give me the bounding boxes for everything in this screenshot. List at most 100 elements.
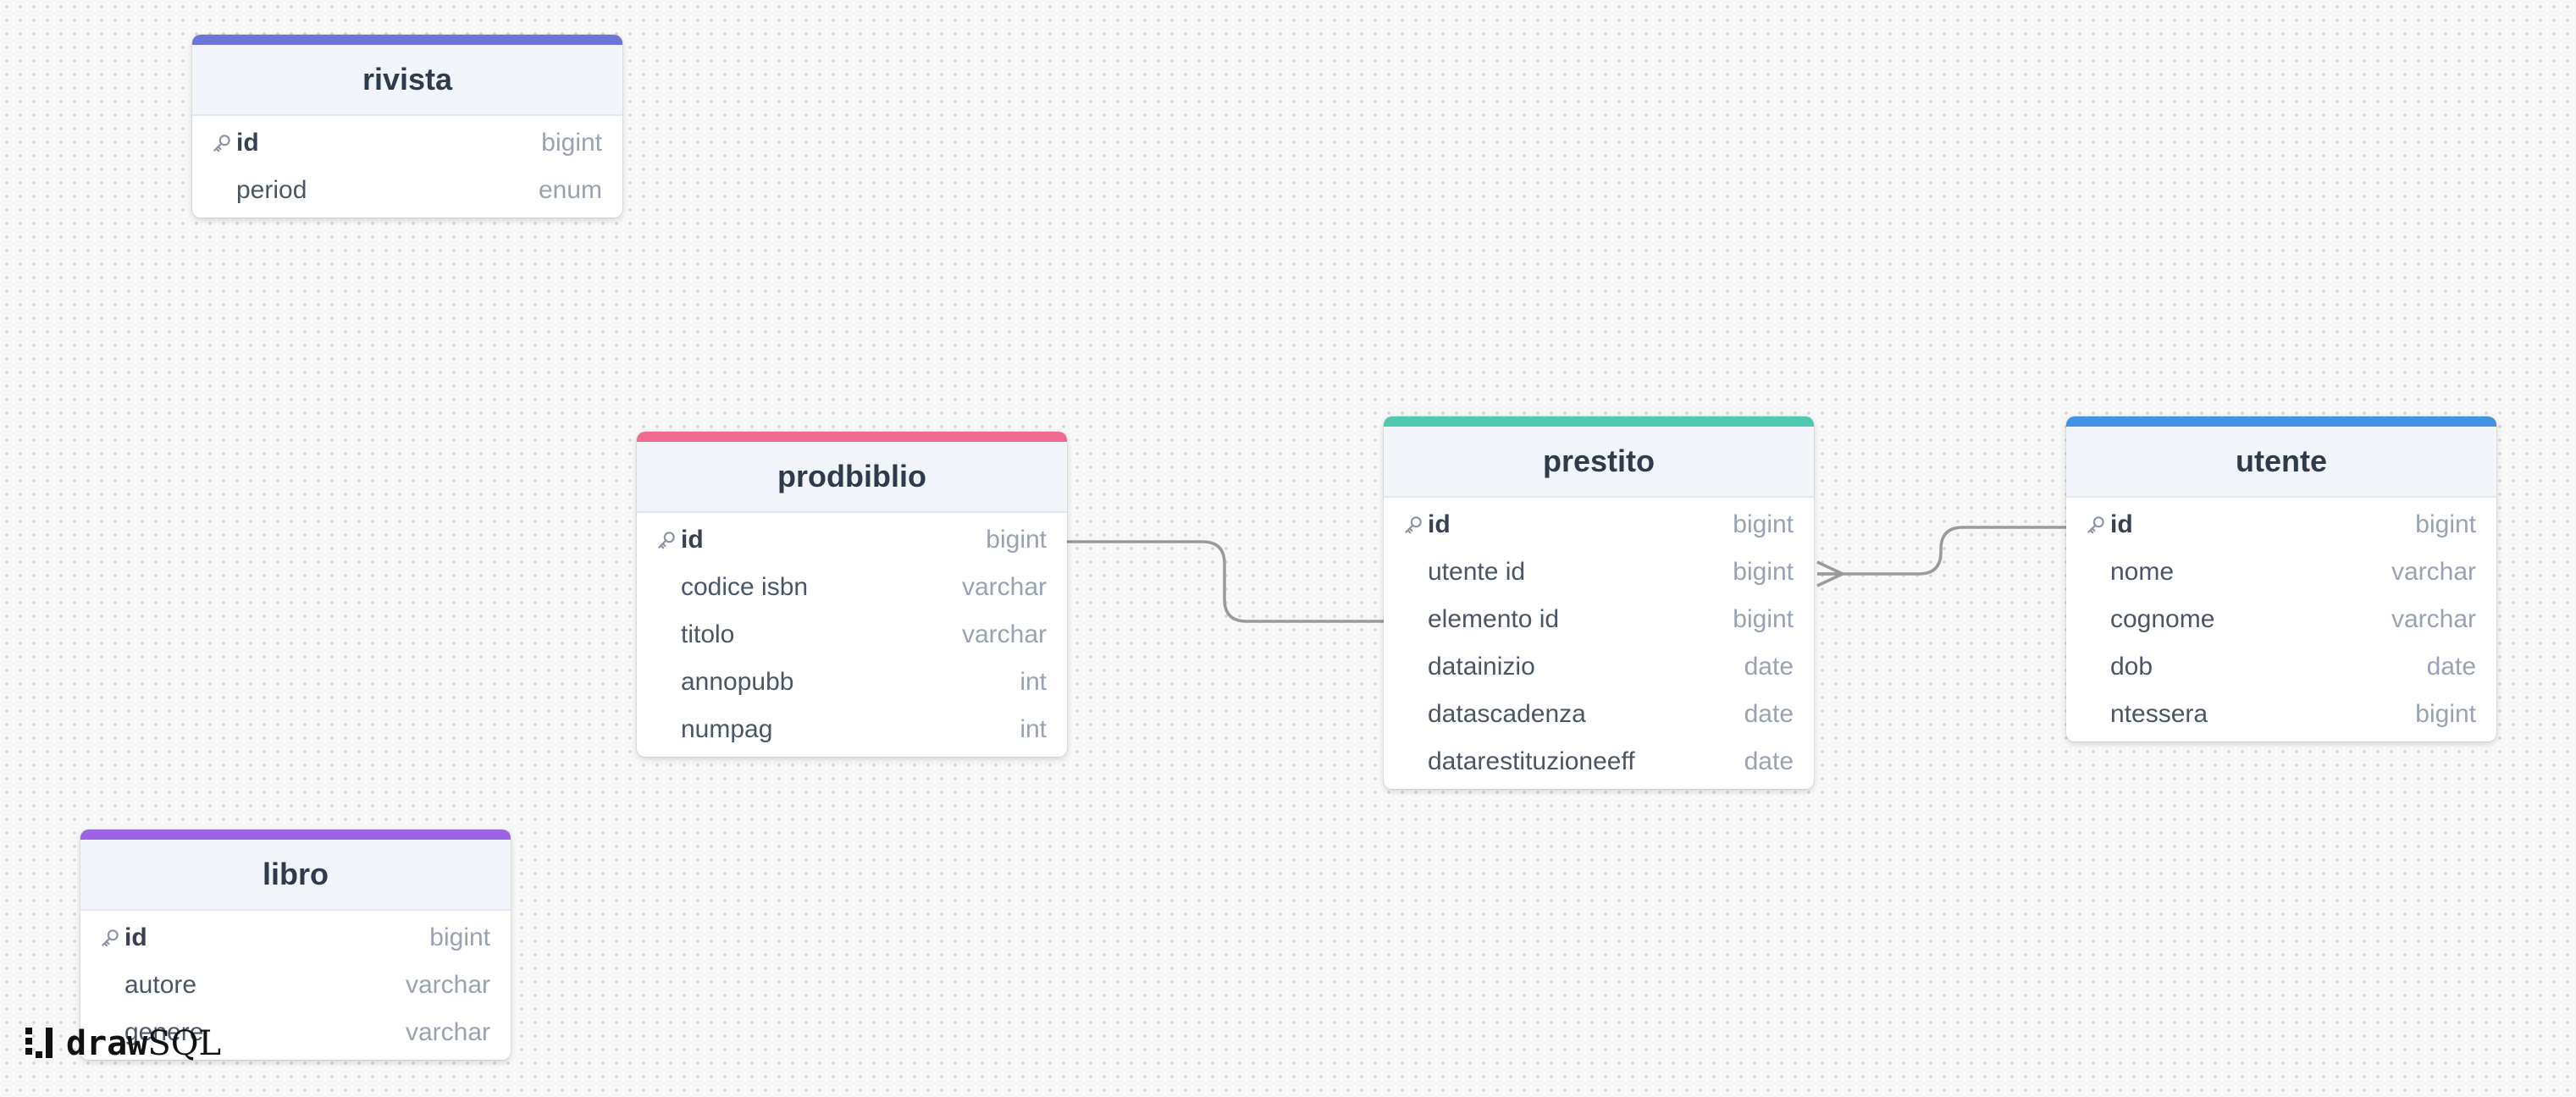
field-name: id [2110,510,2133,538]
table-header[interactable]: libro [80,840,511,911]
field-name: ntessera [2110,700,2208,728]
drawsql-logo[interactable]: draw SQL [24,1023,221,1065]
field-row[interactable]: cognome varchar [2066,596,2496,643]
field-row[interactable]: codice isbn varchar [637,564,1067,611]
field-type: bigint [1733,510,1794,538]
table-header[interactable]: utente [2066,427,2496,498]
logo-text-draw: draw [66,1024,148,1063]
table-libro[interactable]: libro id bigint autore varchar genere varchar [80,830,511,1060]
field-name: id [1428,510,1451,538]
field-name: codice isbn [681,573,809,601]
field-name: id [236,129,259,157]
field-row[interactable]: genere varchar [80,1009,511,1056]
table-color-bar [2066,416,2496,427]
field-name: autore [124,971,197,999]
field-name: elemento id [1428,605,1560,633]
field-row[interactable]: autore varchar [80,962,511,1009]
field-name: id [124,923,147,951]
field-row[interactable]: id bigint [2066,501,2496,548]
field-type: int [1020,715,1047,743]
crowfoot-many-icon [1816,560,1844,587]
field-row[interactable]: datarestituzioneeff date [1384,738,1814,786]
field-type: date [1744,653,1794,681]
field-type: bigint [2415,510,2476,538]
field-list: id bigint utente id bigint elemento id bigint… [1384,498,1814,789]
field-row[interactable]: utente id bigint [1384,548,1814,596]
field-type: enum [538,176,602,204]
field-row[interactable]: ntessera bigint [2066,691,2496,738]
table-color-bar [80,830,511,840]
field-type: bigint [1733,605,1794,633]
field-type: varchar [405,1018,490,1046]
field-row[interactable]: id bigint [192,119,622,167]
table-title: libro [263,857,329,891]
field-type: varchar [405,971,490,999]
field-name: numpag [681,715,773,743]
field-name: dob [2110,653,2153,681]
table-color-bar [192,35,622,45]
field-name: datarestituzioneeff [1428,747,1635,775]
field-row[interactable]: titolo varchar [637,611,1067,659]
field-name: nome [2110,558,2175,586]
field-type: date [2426,653,2476,681]
field-row[interactable]: annopubb int [637,659,1067,706]
relation-prodbiblio-prestito[interactable] [1067,540,1384,623]
table-title: prestito [1542,444,1655,478]
field-type: varchar [2391,605,2476,633]
table-color-bar [1384,416,1814,427]
table-title: prodbiblio [777,459,926,493]
field-type: varchar [961,620,1047,648]
field-name: datainizio [1428,653,1535,681]
field-name: annopubb [681,668,794,696]
table-title: utente [2236,444,2327,478]
table-header[interactable]: prestito [1384,427,1814,498]
table-title: rivista [362,62,453,96]
field-type: date [1744,747,1794,775]
table-utente[interactable]: utente id bigint nome varchar cognome varchar… [2066,416,2496,741]
field-type: date [1744,700,1794,728]
field-name: cognome [2110,605,2215,633]
field-row[interactable]: datascadenza date [1384,691,1814,738]
field-type: int [1020,668,1047,696]
field-list: id bigint nome varchar cognome varchar dob date… [2066,498,2496,741]
key-icon [99,927,121,949]
field-row[interactable]: numpag int [637,706,1067,753]
field-name: id [681,526,704,554]
key-icon [2085,514,2107,536]
field-row[interactable]: nome varchar [2066,548,2496,596]
key-icon [211,132,233,154]
field-type: bigint [986,526,1047,554]
field-type: bigint [2415,700,2476,728]
field-name: datascadenza [1428,700,1586,728]
logo-text-sql: SQL [147,1024,222,1063]
drawsql-logo-icon [25,1028,53,1058]
field-row[interactable]: id bigint [1384,501,1814,548]
field-list: id bigint codice isbn varchar titolo varchar a… [637,513,1067,757]
field-type: varchar [2391,558,2476,586]
key-icon [1402,514,1424,536]
field-row[interactable]: id bigint [80,914,511,962]
field-type: bigint [1733,558,1794,586]
field-list: id bigint autore varchar genere varchar [80,911,511,1060]
field-row[interactable]: elemento id bigint [1384,596,1814,643]
table-color-bar [637,432,1067,442]
field-name: genere [124,1018,204,1046]
field-row[interactable]: dob date [2066,643,2496,691]
field-type: bigint [429,923,490,951]
field-type: bigint [541,129,602,157]
relation-utente-prestito[interactable] [1817,526,2066,576]
field-row[interactable]: datainizio date [1384,643,1814,691]
table-header[interactable]: prodbiblio [637,442,1067,513]
field-row[interactable]: id bigint [637,516,1067,564]
field-type: varchar [961,573,1047,601]
field-name: utente id [1428,558,1526,586]
table-header[interactable]: rivista [192,45,622,116]
key-icon [655,529,677,551]
field-name: titolo [681,620,735,648]
